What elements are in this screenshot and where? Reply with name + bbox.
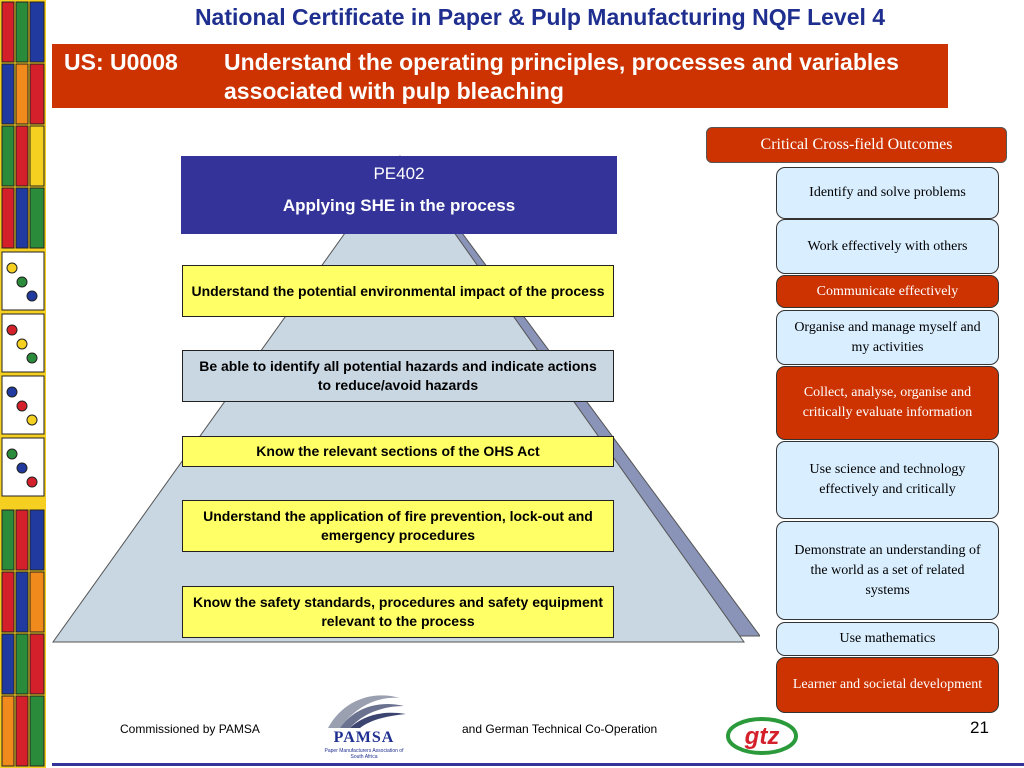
pyramid-level-1: Understand the potential environmental i… bbox=[182, 265, 614, 317]
pe-code: PE402 bbox=[373, 164, 425, 183]
cco-item-2: Work effectively with others bbox=[776, 219, 999, 274]
pamsa-logo bbox=[328, 695, 406, 728]
cco-item-8: Use mathematics bbox=[776, 622, 999, 656]
bottom-rule bbox=[52, 763, 1024, 766]
footer-commissioned: Commissioned by PAMSA bbox=[120, 722, 260, 736]
unit-code: US: U0008 bbox=[64, 49, 178, 75]
pe-header-box: PE402 Applying SHE in the process bbox=[181, 156, 617, 234]
pyramid-level-5: Know the safety standards, procedures an… bbox=[182, 586, 614, 638]
cco-item-5: Collect, analyse, organise and criticall… bbox=[776, 366, 999, 440]
gtz-logo-text: gtz bbox=[744, 723, 780, 750]
pyramid-level-4: Understand the application of fire preve… bbox=[182, 500, 614, 552]
cco-item-9: Learner and societal development bbox=[776, 657, 999, 713]
pamsa-logo-subtext: Paper Manufacturers Association of South… bbox=[324, 748, 404, 760]
pyramid-level-3: Know the relevant sections of the OHS Ac… bbox=[182, 436, 614, 467]
pyramid-graphic bbox=[52, 155, 760, 643]
page-title: National Certificate in Paper & Pulp Man… bbox=[194, 4, 886, 30]
pyramid-level-2: Be able to identify all potential hazard… bbox=[182, 350, 614, 402]
cco-item-1: Identify and solve problems bbox=[776, 167, 999, 219]
unit-description: Understand the operating principles, pro… bbox=[224, 49, 899, 104]
cco-item-3: Communicate effectively bbox=[776, 275, 999, 308]
page-number: 21 bbox=[970, 718, 989, 737]
footer-cooperation: and German Technical Co-Operation bbox=[462, 722, 658, 736]
pamsa-logo-text: PAMSA bbox=[333, 729, 395, 746]
cco-item-6: Use science and technology effectively a… bbox=[776, 441, 999, 519]
cco-item-7: Demonstrate an understanding of the worl… bbox=[776, 521, 999, 620]
unit-banner: US: U0008 Understand the operating princ… bbox=[52, 44, 948, 108]
cco-header: Critical Cross-field Outcomes bbox=[706, 127, 1007, 163]
pe-name: Applying SHE in the process bbox=[282, 196, 516, 215]
cco-item-4: Organise and manage myself and my activi… bbox=[776, 310, 999, 365]
decorative-left-strip bbox=[0, 0, 46, 768]
gtz-logo: gtz bbox=[726, 717, 798, 755]
